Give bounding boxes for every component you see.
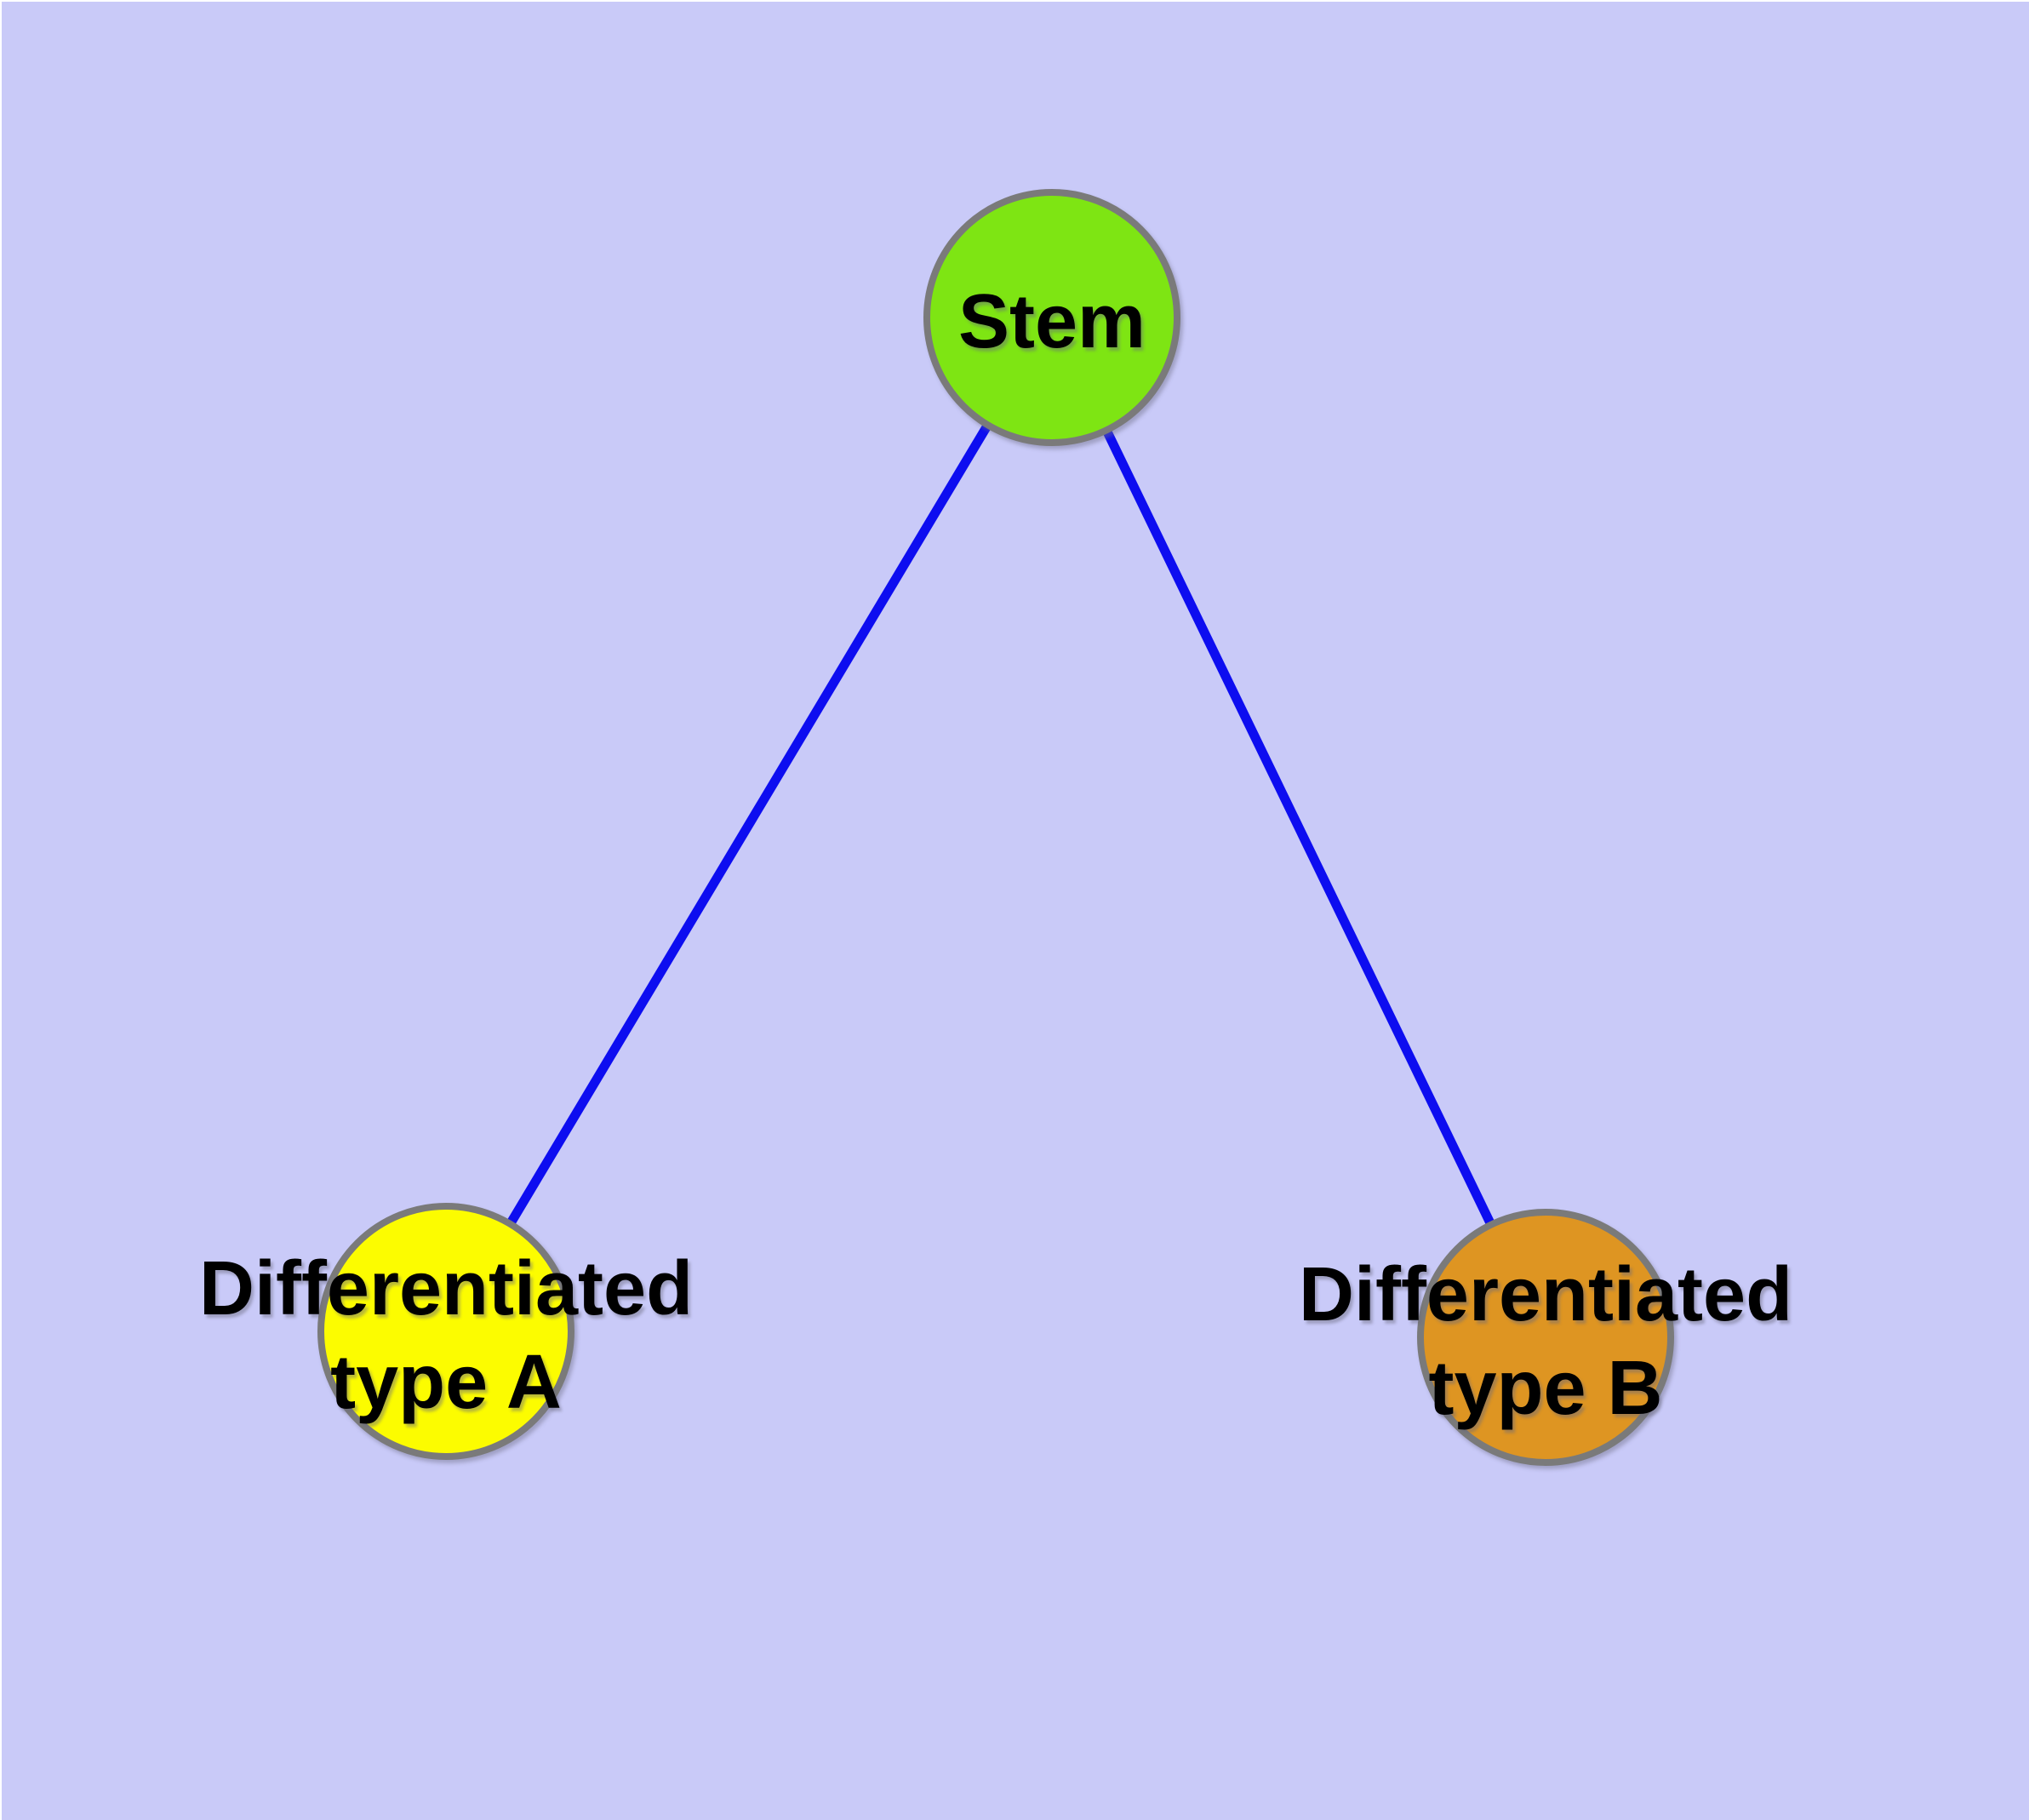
node-stem-label: Stem (957, 279, 1146, 364)
node-differentiated-type-a-label: Differentiated type A (198, 1246, 694, 1425)
edge-stem-to-type-a (442, 315, 1056, 1334)
canvas-top-edge-highlight (0, 0, 2029, 2)
node-differentiated-type-b-label: Differentiated type B (1298, 1252, 1793, 1431)
canvas-left-edge-highlight (0, 0, 2, 1820)
node-differentiated-type-a: Differentiated type A (199, 1203, 693, 1460)
node-differentiated-type-b: Differentiated type B (1299, 1209, 1792, 1466)
node-stem: Stem (923, 189, 1180, 446)
edge-stem-to-type-b (1048, 315, 1550, 1340)
